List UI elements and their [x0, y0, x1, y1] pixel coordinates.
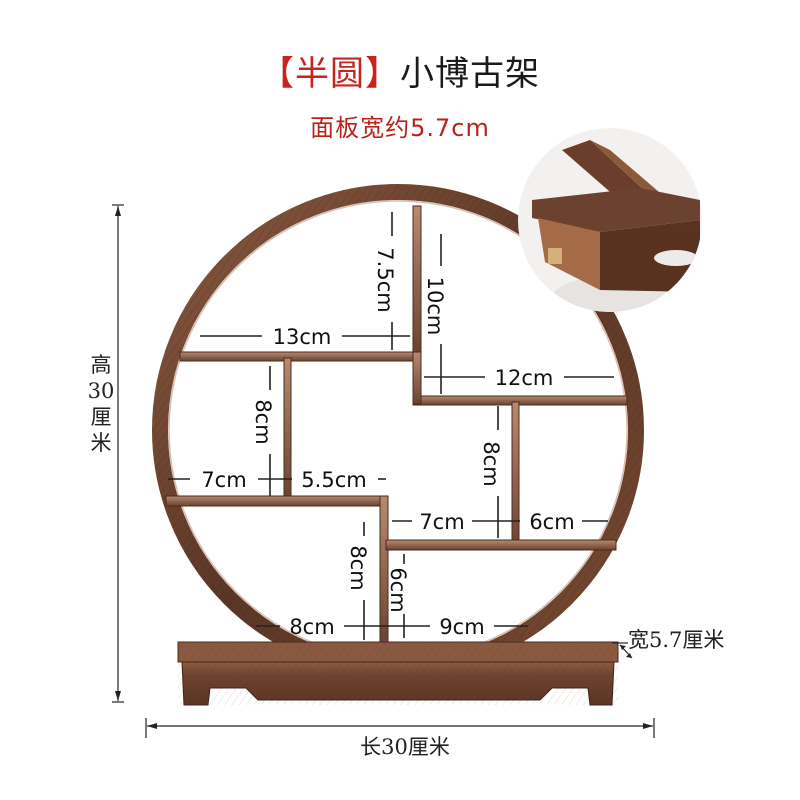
label-bottom-left-width: 8cm	[289, 615, 334, 639]
product-title: 【半圆】小博古架	[0, 52, 800, 96]
label-top-left-height: 7.5cm	[373, 247, 397, 312]
height-label-4: 米	[91, 431, 112, 455]
label-top-left-width: 13cm	[273, 325, 332, 349]
label-right-upper-width: 12cm	[495, 366, 554, 390]
label-bottom-right-width: 9cm	[439, 615, 484, 639]
label-mid-center-width: 5.5cm	[301, 468, 366, 492]
label-top-right-height: 10cm	[423, 277, 447, 336]
length-label: 长30厘米	[360, 735, 450, 759]
label-right-mid-right-width: 6cm	[529, 510, 574, 534]
height-label-1: 高	[91, 353, 112, 377]
depth-dimension: 宽5.7厘米	[612, 628, 724, 659]
inset-closeup-photo	[518, 128, 702, 312]
depth-label: 宽5.7厘米	[628, 628, 724, 652]
label-right-mid-left-width: 7cm	[419, 510, 464, 534]
label-mid-left-width: 7cm	[201, 468, 246, 492]
base-stand	[177, 641, 619, 706]
dimension-annotations	[168, 212, 614, 640]
height-label-2: 30	[88, 379, 115, 403]
product-subtitle: 面板宽约5.7cm	[310, 114, 490, 142]
title-tag: 半圆	[295, 54, 365, 94]
height-label-3: 厘	[91, 405, 112, 429]
shelf-dividers	[165, 205, 628, 647]
height-dimension: 高 30 厘 米	[86, 204, 124, 703]
label-bottom-right-height: 6cm	[386, 567, 410, 612]
label-mid-left-height: 8cm	[251, 399, 275, 444]
title-bracket-open: 【	[260, 54, 295, 94]
label-right-mid-height: 8cm	[479, 441, 503, 486]
label-bottom-left-height: 8cm	[346, 545, 370, 590]
title-text: 小博古架	[400, 54, 540, 94]
dimension-labels: 7.5cm 10cm 13cm 12cm 8cm 7cm 5.5cm 8cm 7…	[201, 247, 574, 639]
length-dimension: 长30厘米	[145, 718, 655, 759]
title-bracket-close: 】	[365, 54, 400, 94]
